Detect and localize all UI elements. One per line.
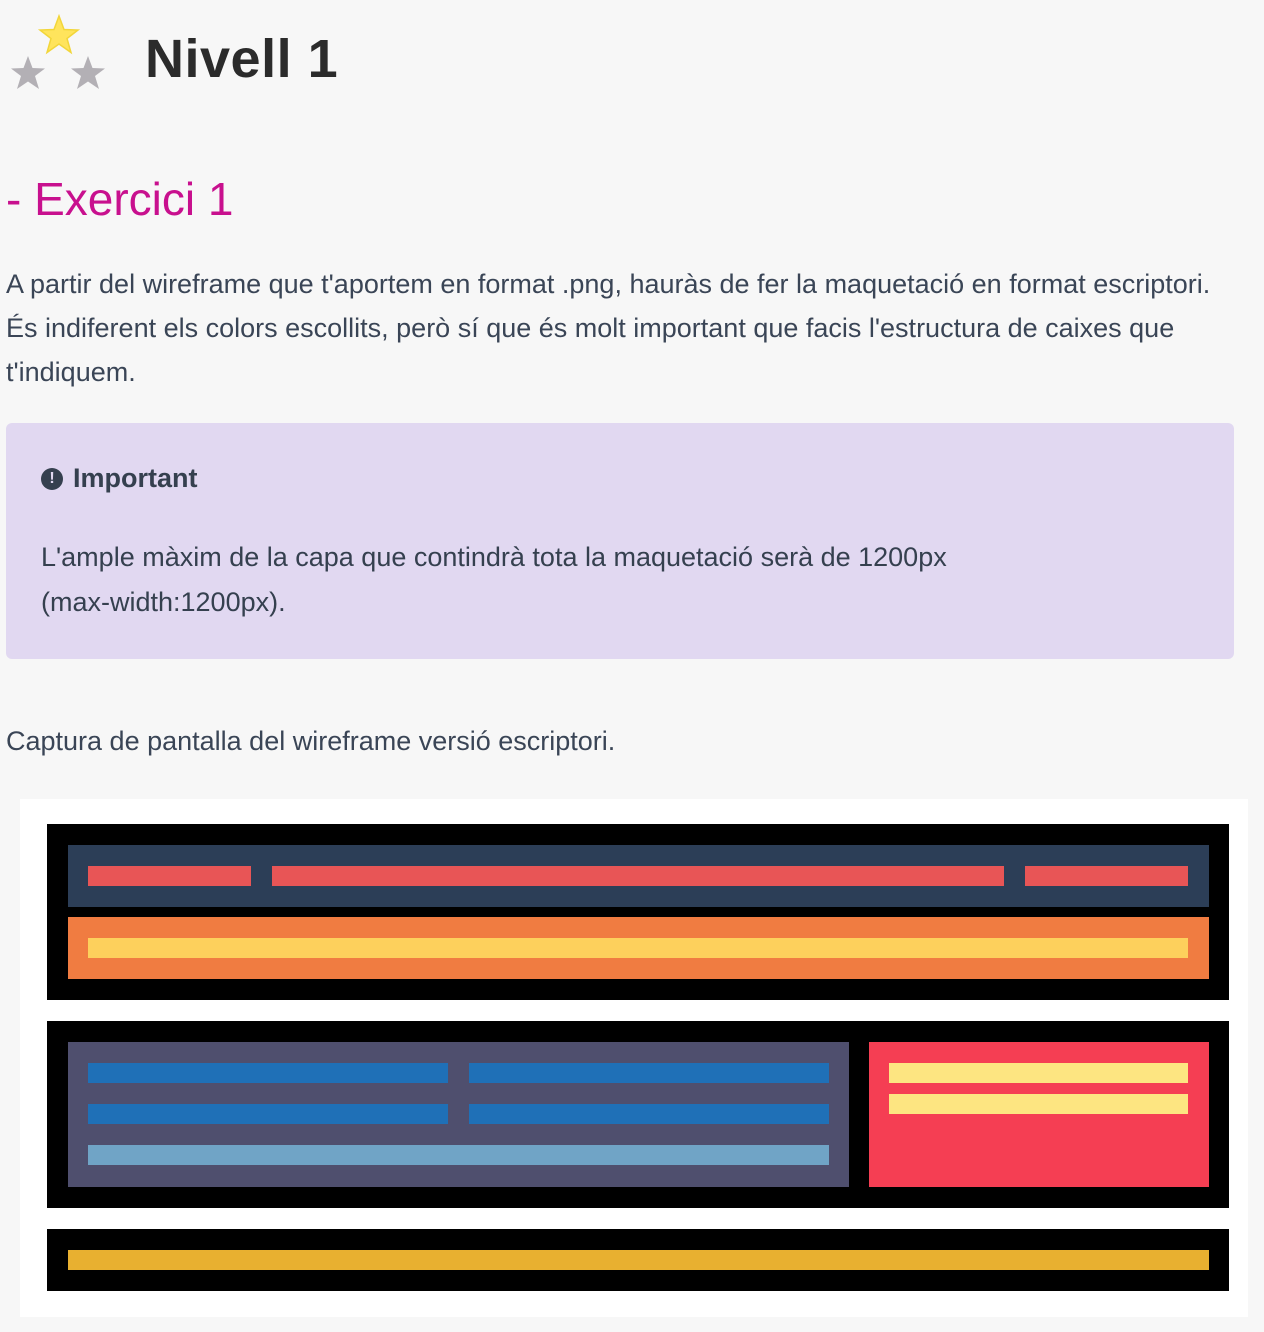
wf-main-item xyxy=(88,1104,448,1124)
wf-banner xyxy=(68,917,1209,979)
wf-aside xyxy=(869,1042,1209,1187)
important-callout: ! Important L'ample màxim de la capa que… xyxy=(6,423,1234,659)
wf-nav-item xyxy=(1025,866,1188,886)
page-header: Nivell 1 xyxy=(0,0,1264,120)
star-empty-icon xyxy=(11,56,45,89)
wf-footer-block xyxy=(47,1229,1229,1291)
wireframe-screenshot xyxy=(20,799,1248,1317)
wf-nav xyxy=(68,845,1209,907)
wf-main-item xyxy=(469,1104,829,1124)
stars-rating-icon xyxy=(11,14,105,89)
exclamation-circle-icon: ! xyxy=(41,467,63,490)
wf-main-wide-item xyxy=(88,1145,829,1165)
wf-banner-bar xyxy=(88,938,1188,958)
wf-aside-item xyxy=(889,1063,1188,1083)
callout-body: L'ample màxim de la capa que contindrà t… xyxy=(41,542,947,617)
exercise-intro: A partir del wireframe que t'aportem en … xyxy=(6,269,1211,387)
star-filled-icon xyxy=(37,14,81,55)
wf-aside-item xyxy=(889,1094,1188,1114)
wf-footer-bar xyxy=(68,1250,1209,1270)
exercise-title: - Exercici 1 xyxy=(6,173,234,225)
wf-main-item xyxy=(88,1063,448,1083)
wf-nav-item xyxy=(272,866,1004,886)
wf-main-block xyxy=(47,1021,1229,1208)
callout-title: ! Important xyxy=(41,463,198,494)
level-title: Nivell 1 xyxy=(145,29,339,89)
wf-main-item xyxy=(469,1063,829,1083)
wf-header-block xyxy=(47,824,1229,1000)
wf-main-content xyxy=(68,1042,849,1187)
wf-nav-item xyxy=(88,866,251,886)
star-empty-icon xyxy=(71,56,105,89)
callout-title-label: Important xyxy=(73,463,198,493)
wireframe-caption: Captura de pantalla del wireframe versió… xyxy=(6,726,616,756)
